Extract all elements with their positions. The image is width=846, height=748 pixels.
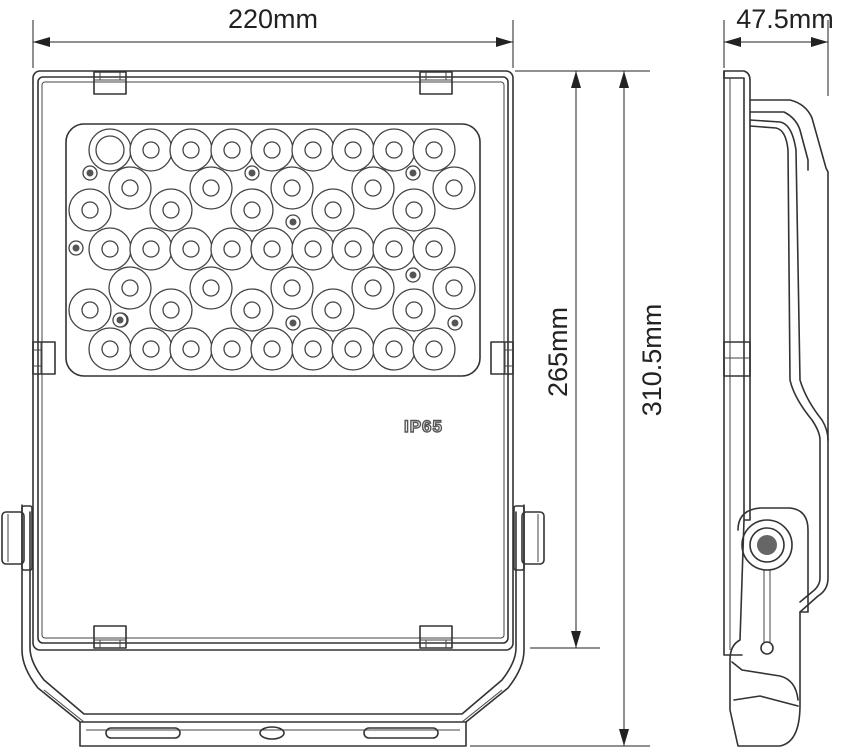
led-array (68, 128, 476, 371)
led-lens-center (142, 141, 160, 159)
overall-height-dimension: 310.5mm (470, 70, 667, 747)
bottom-clip-left (93, 625, 127, 649)
depth-dimension: 47.5mm (723, 4, 834, 96)
overall-height-label: 310.5mm (637, 304, 667, 417)
screw-dot (409, 169, 417, 177)
side-view (723, 70, 829, 747)
led-lens-center (263, 240, 281, 258)
led-lens-center (324, 301, 342, 319)
led-lens-center (283, 179, 301, 197)
led-lens-center (425, 240, 443, 258)
led-lens-center (101, 240, 119, 258)
screw-dot (409, 271, 417, 279)
led-lens-center (283, 279, 301, 297)
led-lens-center (182, 240, 200, 258)
led-lens-center (385, 340, 403, 358)
side-clip-left (32, 341, 56, 375)
ip-rating-label: IP65 (404, 417, 443, 436)
screw-dot (86, 169, 94, 177)
led-lens-center (445, 279, 463, 297)
bracket-knob-right (513, 505, 545, 571)
housing-inner (37, 76, 509, 644)
led-lens-center (81, 301, 99, 319)
front-view: IP65 (1, 70, 545, 747)
led-lens-center (142, 240, 160, 258)
side-clip-right (490, 341, 514, 375)
mounting-bracket (21, 504, 525, 747)
led-lens-center (81, 201, 99, 219)
led-lens-center (445, 179, 463, 197)
led-lens-center (405, 301, 423, 319)
led-lens-center (385, 240, 403, 258)
led-module-plate (65, 123, 481, 377)
led-lens-center (324, 201, 342, 219)
led-lens-center (162, 301, 180, 319)
led-lens-center (364, 179, 382, 197)
top-clip-right (419, 71, 453, 95)
led-lens-center (223, 141, 241, 159)
led-lens-center (344, 240, 362, 258)
led-lens-center (223, 340, 241, 358)
led-lens-center (405, 201, 423, 219)
led-lens-center (223, 240, 241, 258)
led-lens-center (121, 279, 139, 297)
led-lens-center (344, 141, 362, 159)
led-lens-highlight (95, 135, 125, 165)
width-label: 220mm (228, 4, 318, 34)
led-lens-center (101, 340, 119, 358)
screw-dot (72, 244, 80, 252)
panel-height-label: 265mm (543, 307, 573, 397)
led-lens-center (263, 141, 281, 159)
led-lens-center (162, 201, 180, 219)
screw-dot (248, 169, 256, 177)
led-lens-center (385, 141, 403, 159)
led-lens-center (121, 179, 139, 197)
glass-panel (41, 81, 505, 639)
led-lens-center (202, 279, 220, 297)
led-lens-center (263, 340, 281, 358)
panel-height-dimension: 265mm (515, 70, 600, 649)
depth-label: 47.5mm (736, 4, 834, 34)
bottom-clip-right (419, 625, 453, 649)
led-lens-center (182, 340, 200, 358)
screw-dot (289, 218, 297, 226)
led-lens-center (425, 340, 443, 358)
led-lens-center (344, 340, 362, 358)
led-lens-center (182, 141, 200, 159)
bracket-knob-left (1, 505, 33, 571)
led-lens-center (243, 201, 261, 219)
width-dimension: 220mm (32, 4, 514, 68)
led-lens-center (202, 179, 220, 197)
led-lens-center (364, 279, 382, 297)
led-lens-center (304, 340, 322, 358)
led-lens-center (142, 340, 160, 358)
led-lens-center (425, 141, 443, 159)
led-lens-center (243, 301, 261, 319)
screw-dot (451, 319, 459, 327)
screw-dot (116, 316, 124, 324)
led-lens-center (304, 141, 322, 159)
led-lens-center (304, 240, 322, 258)
top-clip-left (93, 71, 127, 95)
screw-dot (289, 319, 297, 327)
